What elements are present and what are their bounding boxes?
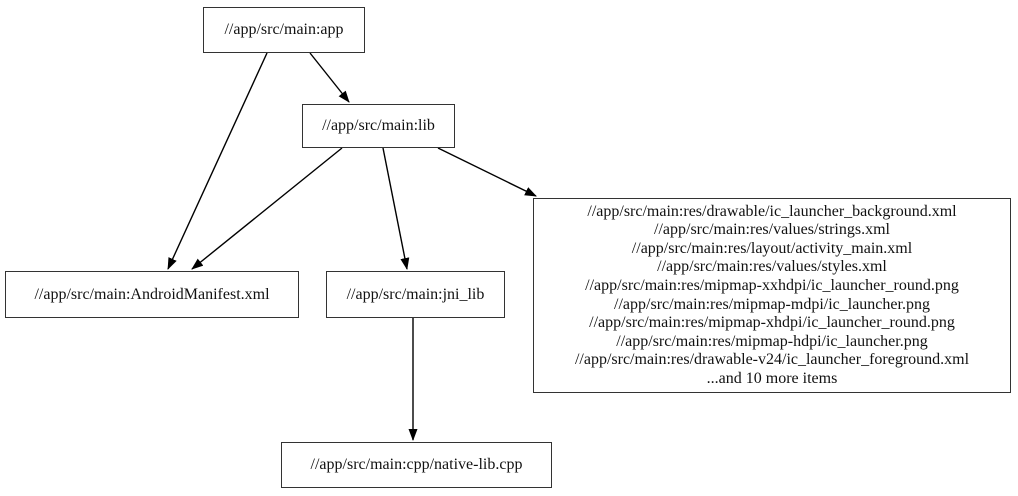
node-jni-lib: //app/src/main:jni_lib [326, 271, 505, 318]
edge-app-to-lib [309, 52, 350, 103]
res-file-line: //app/src/main:res/mipmap-xxhdpi/ic_laun… [585, 276, 959, 294]
edge-app-to-manifest [167, 52, 268, 270]
res-file-line: //app/src/main:res/drawable/ic_launcher_… [587, 202, 957, 220]
node-lib-label: //app/src/main:lib [322, 117, 435, 135]
edge-lib-to-manifest [191, 147, 343, 270]
node-jni-lib-label: //app/src/main:jni_lib [346, 285, 485, 303]
res-file-line: //app/src/main:res/mipmap-xhdpi/ic_launc… [589, 314, 955, 332]
res-file-line: //app/src/main:res/mipmap-mdpi/ic_launch… [614, 295, 930, 313]
node-app: //app/src/main:app [203, 7, 365, 53]
res-file-line: //app/src/main:res/values/styles.xml [657, 258, 887, 276]
edge-lib-to-res-group [437, 147, 537, 197]
node-native-lib-cpp-label: //app/src/main:cpp/native-lib.cpp [310, 456, 523, 474]
node-app-label: //app/src/main:app [224, 21, 344, 39]
node-native-lib-cpp: //app/src/main:cpp/native-lib.cpp [281, 442, 552, 488]
res-more-items-note: ...and 10 more items [706, 369, 838, 387]
res-file-line: //app/src/main:res/layout/activity_main.… [631, 239, 913, 257]
edge-lib-to-jni-lib [382, 147, 410, 270]
res-file-line: //app/src/main:res/values/strings.xml [654, 221, 890, 239]
node-android-manifest-label: //app/src/main:AndroidManifest.xml [34, 285, 270, 303]
res-file-line: //app/src/main:res/mipmap-hdpi/ic_launch… [616, 332, 928, 350]
res-file-line: //app/src/main:res/drawable-v24/ic_launc… [574, 351, 970, 369]
node-android-manifest: //app/src/main:AndroidManifest.xml [5, 271, 299, 318]
node-res-file-group: //app/src/main:res/drawable/ic_launcher_… [533, 198, 1011, 393]
node-lib: //app/src/main:lib [302, 104, 455, 148]
